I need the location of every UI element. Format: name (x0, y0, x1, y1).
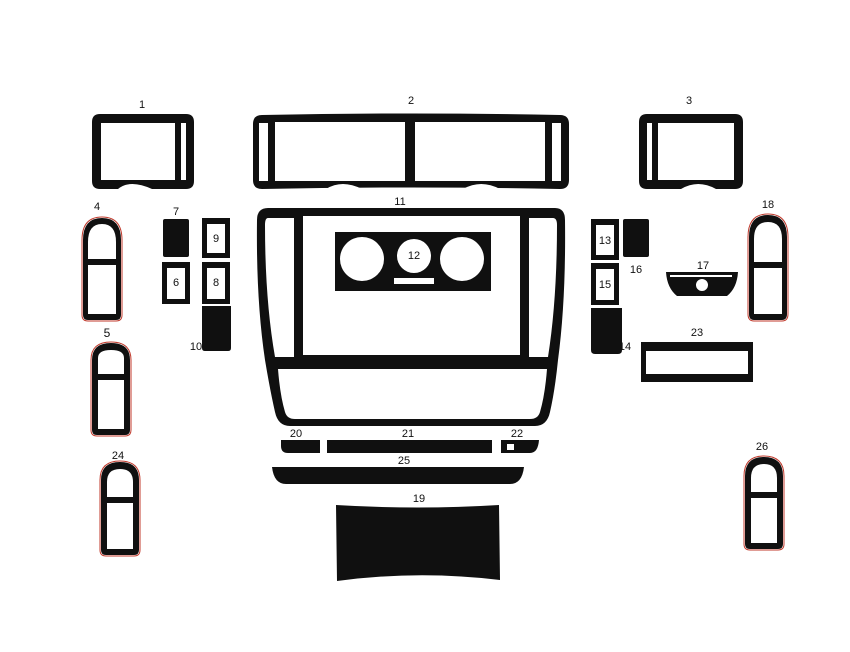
label-part-23: 23 (691, 327, 703, 339)
label-part-4: 4 (94, 201, 100, 213)
label-part-16: 16 (630, 264, 642, 276)
label-part-17: 17 (697, 260, 709, 272)
part-18-door-switch-bezel (747, 213, 789, 322)
part-13-switch-bezel (591, 219, 619, 260)
part-14-switch-blank (591, 308, 622, 354)
label-part-26: 26 (756, 441, 768, 453)
part-10-switch-blank (202, 306, 231, 351)
label-part-8: 8 (213, 277, 219, 289)
part-17-ignition-trim (666, 272, 738, 296)
part-25-trim-strip (272, 467, 524, 484)
label-part-18: 18 (762, 199, 774, 211)
label-part-12: 12 (408, 250, 420, 262)
part-3-right-vent-bezel (639, 114, 743, 189)
label-part-25: 25 (398, 455, 410, 467)
label-part-20: 20 (290, 428, 302, 440)
label-part-24: 24 (112, 450, 124, 462)
part-8-switch-bezel (202, 262, 230, 304)
label-part-1: 1 (139, 99, 145, 111)
label-part-14: 14 (619, 341, 631, 353)
label-part-10: 10 (190, 341, 202, 353)
part-20-trim-strip (281, 440, 320, 453)
part-21-trim-strip (327, 440, 492, 453)
label-part-21: 21 (402, 428, 414, 440)
part-6-switch-bezel (162, 262, 190, 304)
label-part-9: 9 (213, 233, 219, 245)
part-22-trim-strip (501, 440, 539, 453)
label-part-5: 5 (104, 326, 111, 340)
part-9-switch-bezel (202, 218, 230, 258)
label-part-2: 2 (408, 95, 414, 107)
part-26-door-switch-bezel (743, 455, 785, 551)
part-labels: 1 2 3 4 5 6 7 8 9 10 11 12 13 14 15 16 1… (94, 95, 774, 505)
part-12-instrument-cluster-surround (335, 232, 491, 291)
part-7-switch-blank (163, 219, 189, 257)
part-16-switch-blank (623, 219, 649, 257)
part-23-radio-trim (641, 342, 753, 382)
label-part-11: 11 (394, 196, 405, 208)
part-24-door-switch-bezel (99, 460, 141, 557)
label-part-7: 7 (173, 206, 179, 218)
part-4-door-switch-bezel (81, 216, 123, 322)
part-1-left-vent-bezel (92, 114, 194, 189)
label-part-3: 3 (686, 95, 692, 107)
part-19-lower-console-panel (336, 505, 500, 581)
part-2-center-vent-bezel (253, 113, 569, 189)
label-part-15: 15 (599, 279, 611, 291)
label-part-19: 19 (413, 493, 425, 505)
label-part-13: 13 (599, 235, 611, 247)
part-15-switch-bezel (591, 263, 619, 305)
label-part-6: 6 (173, 277, 179, 289)
label-part-22: 22 (511, 428, 523, 440)
part-11-center-console-bezel (256, 208, 566, 426)
part-5-door-switch-bezel (90, 341, 132, 437)
